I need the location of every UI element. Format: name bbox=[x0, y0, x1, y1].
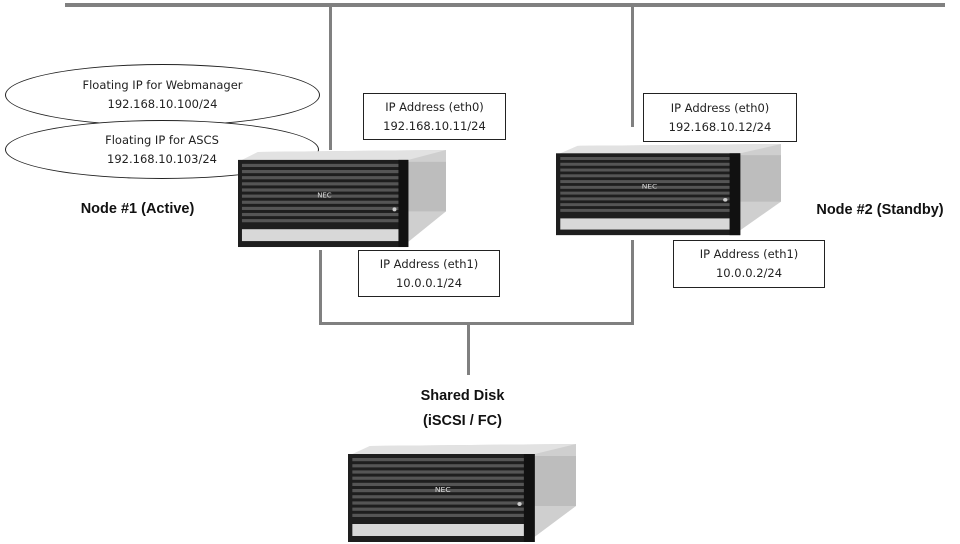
node2-eth0-box: IP Address (eth0) 192.168.10.12/24 bbox=[643, 93, 797, 142]
shared-disk-protocol: (iSCSI / FC) bbox=[423, 413, 502, 429]
floating-ip-ascs: Floating IP for ASCS 192.168.10.103/24 bbox=[5, 120, 319, 179]
floating-ip-webmanager: Floating IP for Webmanager 192.168.10.10… bbox=[5, 64, 320, 126]
server-logo: NEC bbox=[642, 182, 658, 190]
floating-ip-address: 192.168.10.100/24 bbox=[107, 97, 218, 111]
node2-public-link bbox=[631, 5, 634, 127]
node1-server-image: NEC bbox=[238, 150, 446, 249]
interconnect-line bbox=[319, 322, 634, 325]
server-logo: NEC bbox=[317, 192, 332, 200]
node2-server-image: NEC bbox=[556, 144, 781, 237]
shared-disk-label: Shared Disk (iSCSI / FC) bbox=[385, 384, 540, 434]
ip-address: 192.168.10.11/24 bbox=[383, 118, 486, 133]
floating-ip-address: 192.168.10.103/24 bbox=[107, 151, 217, 166]
disk-link bbox=[467, 323, 470, 375]
floating-ip-title: Floating IP for Webmanager bbox=[82, 78, 243, 92]
ip-title: IP Address (eth0) bbox=[670, 100, 770, 115]
ip-address: 192.168.10.12/24 bbox=[668, 119, 772, 134]
node1-interconnect-link bbox=[319, 250, 322, 325]
ip-title: IP Address (eth1) bbox=[379, 256, 479, 271]
ip-title: IP Address (eth0) bbox=[385, 99, 484, 114]
ip-address: 10.0.0.2/24 bbox=[715, 266, 783, 280]
node1-label: Node #1 (Active) bbox=[80, 201, 195, 217]
floating-ip-title: Floating IP for ASCS bbox=[105, 132, 219, 147]
node1-eth0-box: IP Address (eth0) 192.168.10.11/24 bbox=[363, 93, 506, 140]
ip-title: IP Address (eth1) bbox=[699, 247, 799, 261]
node1-eth1-box: IP Address (eth1) 10.0.0.1/24 bbox=[358, 250, 500, 297]
node2-label: Node #2 (Standby) bbox=[816, 202, 944, 218]
node1-public-link bbox=[329, 5, 332, 150]
ip-address: 10.0.0.1/24 bbox=[395, 275, 463, 290]
public-network-line bbox=[65, 3, 945, 7]
shared-disk-title: Shared Disk bbox=[420, 388, 505, 404]
node2-interconnect-link bbox=[631, 240, 634, 325]
server-logo: NEC bbox=[435, 485, 451, 494]
node2-eth1-box: IP Address (eth1) 10.0.0.2/24 bbox=[673, 240, 825, 288]
shared-disk-image: NEC bbox=[348, 444, 576, 544]
